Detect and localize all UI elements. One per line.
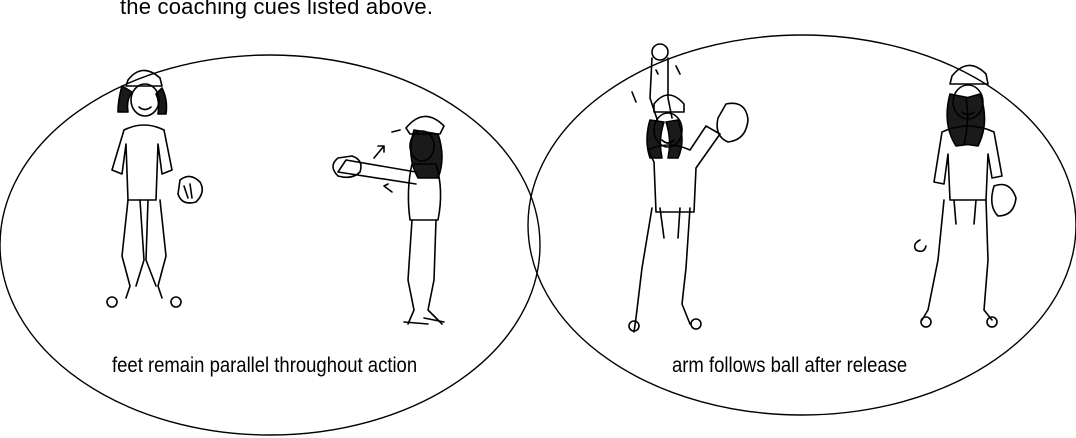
player-extended-arms-figure [333, 116, 444, 324]
left-panel-caption: feet remain parallel throughout action [112, 354, 417, 378]
left-panel-ellipse [0, 55, 540, 435]
player-standing-figure [107, 70, 202, 307]
right-panel-caption: arm follows ball after release [672, 354, 907, 378]
player-follow-through-figure [915, 65, 1016, 327]
player-throwing-figure [629, 44, 748, 332]
